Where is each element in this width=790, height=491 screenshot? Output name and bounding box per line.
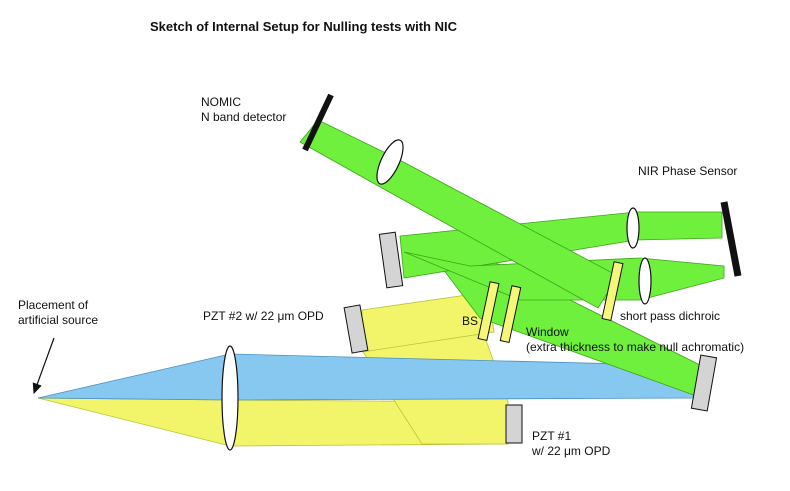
nir-phase-sensor-label: NIR Phase Sensor: [638, 164, 738, 178]
source-collimating-lens: [221, 345, 239, 451]
source-placement-label: Placement of artificial source: [18, 298, 98, 328]
beamsplitter-plate: [477, 281, 500, 341]
nomic-label-line1: NOMIC: [201, 95, 241, 109]
pzt2-label: PZT #2 w/ 22 μm OPD: [203, 309, 324, 323]
bs-label: BS: [462, 314, 479, 328]
source-placement-line1: Placement of: [18, 298, 89, 312]
pzt2-mirror: [343, 304, 369, 354]
nomic-label-line2: N band detector: [201, 110, 287, 124]
nomic-lens: [376, 139, 404, 185]
pzt1-label: PZT #1 w/ 22 μm OPD: [532, 429, 610, 459]
window-plate: [499, 285, 522, 344]
window-label-line1: Window: [526, 325, 569, 339]
nir-phase-sensor-icon: [720, 201, 742, 277]
right-fold-mirror: [690, 354, 718, 412]
short-pass-dichroic-plate: [601, 261, 624, 321]
left-fold-mirror: [378, 231, 404, 289]
pzt1-label-line2: w/ 22 μm OPD: [532, 444, 611, 458]
yellow-source-cone: [37, 397, 231, 447]
source-pointer-arrow: [32, 337, 55, 395]
nomic-label: NOMIC N band detector: [201, 95, 286, 125]
source-placement-line2: artificial source: [18, 313, 99, 327]
diagram-title: Sketch of Internal Setup for Nulling tes…: [150, 19, 457, 34]
short-pass-dichroic-label: short pass dichroic: [620, 309, 721, 323]
nomic-detector-icon: [302, 93, 334, 152]
window-label: Window (extra thickness to make null ach…: [526, 325, 744, 355]
pzt1-mirror: [505, 404, 523, 444]
window-label-note: (extra thickness to make null achromatic…: [526, 340, 745, 354]
nir-lens-lower: [638, 257, 652, 305]
nir-lens-upper: [626, 207, 640, 249]
pzt1-label-line1: PZT #1: [532, 429, 572, 443]
blue-source-cone: [37, 353, 231, 401]
